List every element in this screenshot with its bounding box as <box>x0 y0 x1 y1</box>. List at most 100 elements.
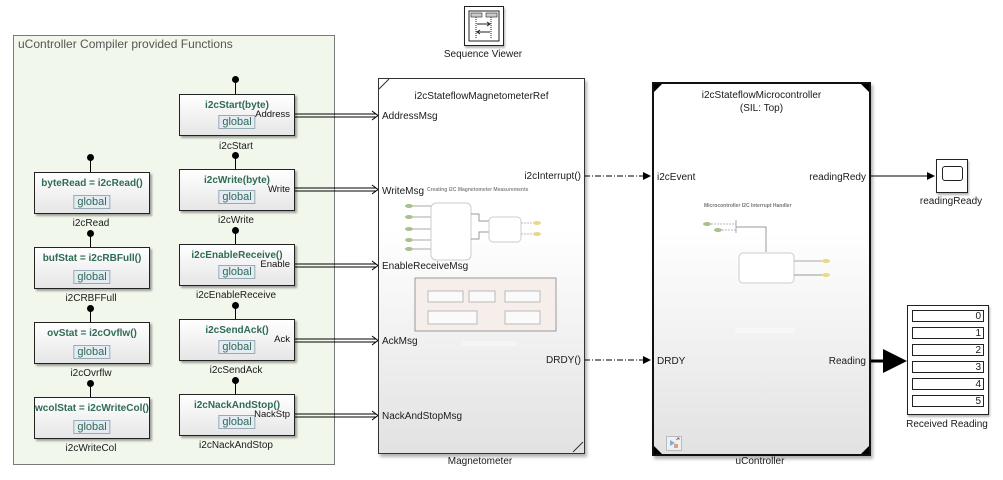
sil-corner-marks <box>654 84 869 454</box>
output-port-drdy: DRDY() <box>546 355 581 366</box>
function-scope: global <box>73 345 111 359</box>
function-block-name: i2CRBFFull <box>65 293 117 304</box>
function-connector <box>235 156 236 170</box>
function-block-i2cwritecol[interactable]: wcolStat = i2cWriteCol() global <box>34 397 150 439</box>
function-block-i2csendack[interactable]: i2cSendAck() global Ack <box>179 319 295 361</box>
function-signature: byteRead = i2cRead() <box>41 178 143 189</box>
output-port-i2cinterrupt: i2cInterrupt() <box>524 171 581 182</box>
function-block-name: i2cEnableReceive <box>195 290 277 301</box>
sil-open-icon[interactable] <box>666 436 682 451</box>
sequence-viewer-label: Sequence Viewer <box>443 49 523 60</box>
function-output-port: Address <box>255 109 290 120</box>
function-trigger-dot <box>87 230 94 237</box>
thumbnail-title: Creating I2C Magnetometer Measurements <box>427 187 529 193</box>
function-trigger-dot <box>232 377 239 384</box>
function-connector <box>235 80 236 94</box>
function-scope: global <box>218 415 256 429</box>
input-port-writemsg: WriteMsg <box>382 186 425 197</box>
scope-block[interactable] <box>936 159 968 193</box>
function-block-i2cread[interactable]: byteRead = i2cRead() global <box>34 172 150 214</box>
function-scope: global <box>73 270 111 284</box>
scope-label: readingReady <box>919 196 983 207</box>
output-port-reading: Reading <box>828 356 866 367</box>
function-scope: global <box>218 265 256 279</box>
message-line-nackstop[interactable] <box>293 410 379 421</box>
message-line-enable[interactable] <box>293 260 379 271</box>
stateflow-thumbnail <box>703 220 830 333</box>
input-port-drdy: DRDY <box>657 356 686 367</box>
function-connector <box>90 384 91 398</box>
function-signature: i2cStart(byte) <box>205 100 269 111</box>
function-signature: ovStat = i2cOvflw() <box>47 328 137 339</box>
input-port-enablereceivemsg: EnableReceiveMsg <box>382 261 469 272</box>
function-block-name: i2cStart <box>219 141 253 152</box>
input-port-addressmsg: AddressMsg <box>382 111 438 122</box>
input-port-nackandstopmsg: NackAndStopMsg <box>382 411 463 422</box>
function-scope: global <box>218 115 256 129</box>
function-scope: global <box>73 195 111 209</box>
sequence-viewer-icon <box>468 10 500 42</box>
display-block[interactable]: 0 1 2 3 4 5 <box>907 305 989 415</box>
function-scope: global <box>73 420 111 434</box>
function-connector <box>90 234 91 248</box>
function-block-name: i2cOvrflw <box>70 368 112 379</box>
function-block-i2crbfull[interactable]: bufStat = i2cRBFull() global <box>34 247 150 289</box>
display-value: 4 <box>912 378 984 390</box>
display-label: Received Reading <box>906 419 988 430</box>
display-value: 2 <box>912 344 984 356</box>
function-trigger-dot <box>232 227 239 234</box>
function-connector <box>235 231 236 245</box>
function-signature: wcolStat = i2cWriteCol() <box>35 403 150 414</box>
function-output-port: Ack <box>274 334 290 345</box>
stateflow-thumbnail <box>405 202 557 346</box>
ucontroller-block[interactable]: i2cStateflowMicrocontroller (SIL: Top) i… <box>652 82 871 456</box>
display-value: 5 <box>912 395 984 407</box>
message-line-address[interactable] <box>293 110 379 121</box>
function-trigger-dot <box>87 154 94 161</box>
scope-icon <box>942 166 963 181</box>
function-block-i2cwrite[interactable]: i2cWrite(byte) global Write <box>179 169 295 211</box>
display-value: 3 <box>912 361 984 373</box>
display-value: 0 <box>912 310 984 322</box>
function-trigger-dot <box>232 76 239 83</box>
function-scope: global <box>218 190 256 204</box>
function-signature: bufStat = i2cRBFull() <box>42 253 142 264</box>
function-signature: i2cSendAck() <box>205 325 269 336</box>
thumbnail-title: Microcontroller I2C Interrupt Handler <box>704 203 792 209</box>
sequence-viewer-block[interactable] <box>464 6 504 46</box>
function-block-i2cstart[interactable]: i2cStart(byte) global Address <box>179 94 295 136</box>
display-value: 1 <box>912 327 984 339</box>
function-block-i2cenablereceive[interactable]: i2cEnableReceive() global Enable <box>179 244 295 286</box>
function-signature: i2cEnableReceive() <box>191 250 283 261</box>
function-signature: i2cNackAndStop() <box>193 400 281 411</box>
function-block-i2covflw[interactable]: ovStat = i2cOvflw() global <box>34 322 150 364</box>
function-connector <box>90 309 91 323</box>
function-signature: i2cWrite(byte) <box>204 175 270 186</box>
function-block-name: i2cWrite <box>218 215 254 226</box>
function-block-name: i2cSendAck <box>209 365 263 376</box>
function-block-name: i2cWriteCol <box>65 443 117 454</box>
area-title: uController Compiler provided Functions <box>18 37 233 51</box>
function-trigger-dot <box>232 152 239 159</box>
ucontroller-ref-name: i2cStateflowMicrocontroller <box>701 90 822 101</box>
ucontroller-label: uController <box>735 456 785 467</box>
function-connector <box>235 381 236 395</box>
ucontroller-sil-mode: (SIL: Top) <box>739 103 784 114</box>
function-scope: global <box>218 340 256 354</box>
magnetometer-block[interactable]: i2cStateflowMagnetometerRef AddressMsg W… <box>378 78 585 454</box>
function-block-i2cnackandstop[interactable]: i2cNackAndStop() global NackStp <box>179 394 295 436</box>
function-output-port: Write <box>268 184 290 195</box>
message-line-ack[interactable] <box>293 335 379 346</box>
function-trigger-dot <box>232 302 239 309</box>
function-connector <box>235 306 236 320</box>
message-line-write[interactable] <box>293 184 379 195</box>
model-reference-corner-marks <box>379 79 584 453</box>
function-trigger-dot <box>87 305 94 312</box>
magnetometer-label: Magnetometer <box>447 456 513 467</box>
function-output-port: Enable <box>260 259 290 270</box>
function-output-port: NackStp <box>254 409 290 420</box>
magnetometer-ref-name: i2cStateflowMagnetometerRef <box>414 91 549 102</box>
output-port-readingredy: readingRedy <box>809 172 866 183</box>
function-block-name: i2cNackAndStop <box>199 440 273 451</box>
